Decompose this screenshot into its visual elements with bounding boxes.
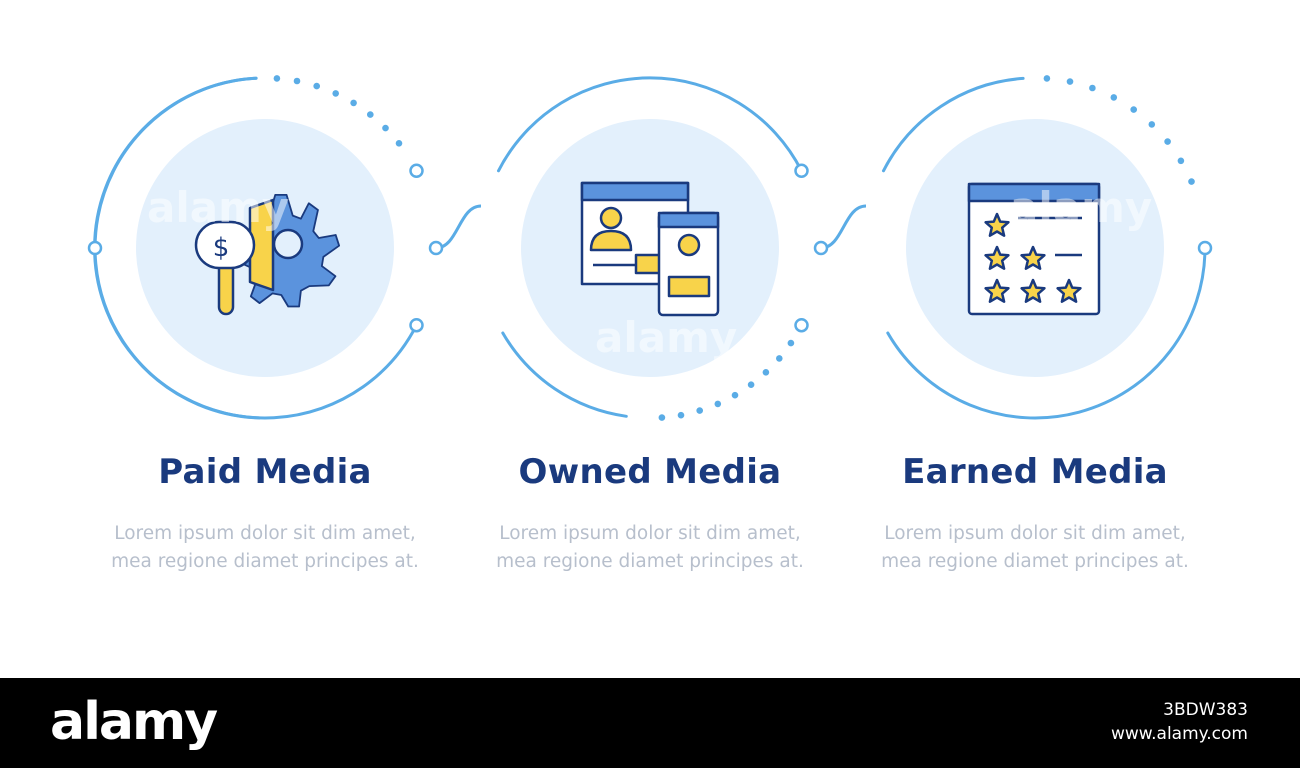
connector-node bbox=[409, 163, 424, 179]
star-icon bbox=[984, 245, 1010, 270]
connector-dot bbox=[677, 411, 685, 419]
connector-dot bbox=[658, 414, 666, 421]
watermark: alamy bbox=[1010, 183, 1152, 232]
connector-dot bbox=[762, 369, 770, 376]
connector-dot bbox=[1130, 106, 1137, 113]
connector-dot bbox=[1089, 84, 1096, 92]
star-icon bbox=[1056, 278, 1082, 303]
footer-url: www.alamy.com bbox=[1110, 724, 1248, 744]
connector-dot bbox=[696, 407, 703, 414]
connector-node bbox=[794, 317, 809, 333]
connector-dot bbox=[1164, 138, 1171, 145]
connector-node bbox=[87, 240, 103, 256]
connector-dot bbox=[1177, 157, 1185, 165]
connector-dot bbox=[1110, 94, 1118, 101]
star-icon bbox=[984, 278, 1010, 303]
step-title-owned: Owned Media bbox=[518, 452, 782, 492]
connector-dot bbox=[293, 77, 301, 85]
megaphone-gear-icon: $ bbox=[194, 193, 341, 316]
connector-node bbox=[428, 240, 444, 256]
connector-dot bbox=[273, 75, 281, 82]
website-profile-icon bbox=[580, 181, 720, 317]
connector-node bbox=[813, 240, 829, 256]
connector-dot bbox=[787, 339, 795, 347]
connector-node bbox=[794, 163, 809, 179]
watermark: alamy bbox=[595, 313, 737, 362]
connector-dot bbox=[313, 82, 321, 90]
step-title-paid: Paid Media bbox=[158, 452, 372, 492]
star-icon bbox=[1020, 278, 1046, 303]
step-description-earned: Lorem ipsum dolor sit dim amet, mea regi… bbox=[881, 523, 1189, 572]
image-id: 3BDW383 bbox=[1163, 700, 1248, 720]
connector-link bbox=[820, 204, 867, 250]
connector-dot bbox=[776, 355, 783, 362]
step-description-paid: Lorem ipsum dolor sit dim amet, mea regi… bbox=[111, 523, 419, 572]
connector-arc bbox=[497, 76, 803, 173]
connector-dot bbox=[367, 111, 374, 118]
watermark-footer: alamy 3BDW383 www.alamy.com bbox=[0, 678, 1300, 768]
connector-link bbox=[435, 204, 482, 250]
connector-dot bbox=[332, 90, 340, 97]
connector-dot bbox=[1148, 121, 1156, 128]
watermark: alamy bbox=[147, 183, 289, 232]
connector-dot bbox=[395, 140, 403, 147]
connector-dot bbox=[731, 391, 739, 399]
connector-node bbox=[1197, 240, 1213, 256]
step-description-owned: Lorem ipsum dolor sit dim amet, mea regi… bbox=[496, 523, 804, 572]
connector-dot bbox=[714, 400, 722, 408]
connector-dot bbox=[350, 99, 357, 107]
connector-dot bbox=[1043, 75, 1051, 82]
star-rating-window-icon bbox=[967, 182, 1101, 316]
star-icon bbox=[984, 212, 1010, 237]
connector-dot bbox=[1188, 178, 1195, 185]
alamy-logo: alamy bbox=[50, 692, 218, 752]
connector-arc bbox=[93, 76, 418, 420]
step-title-earned: Earned Media bbox=[902, 452, 1168, 492]
connector-dot bbox=[382, 124, 389, 132]
connector-path bbox=[87, 75, 1213, 421]
svg-text:$: $ bbox=[213, 233, 230, 263]
connector-node bbox=[409, 317, 424, 333]
star-icon bbox=[1020, 245, 1046, 270]
connector-dot bbox=[747, 381, 755, 389]
media-types-diagram: $ alamy alamy alamy bbox=[87, 75, 1213, 421]
connector-dot bbox=[1066, 78, 1074, 85]
connector-arc bbox=[886, 246, 1207, 420]
connector-arc bbox=[501, 331, 628, 418]
connector-arc bbox=[882, 76, 1025, 173]
